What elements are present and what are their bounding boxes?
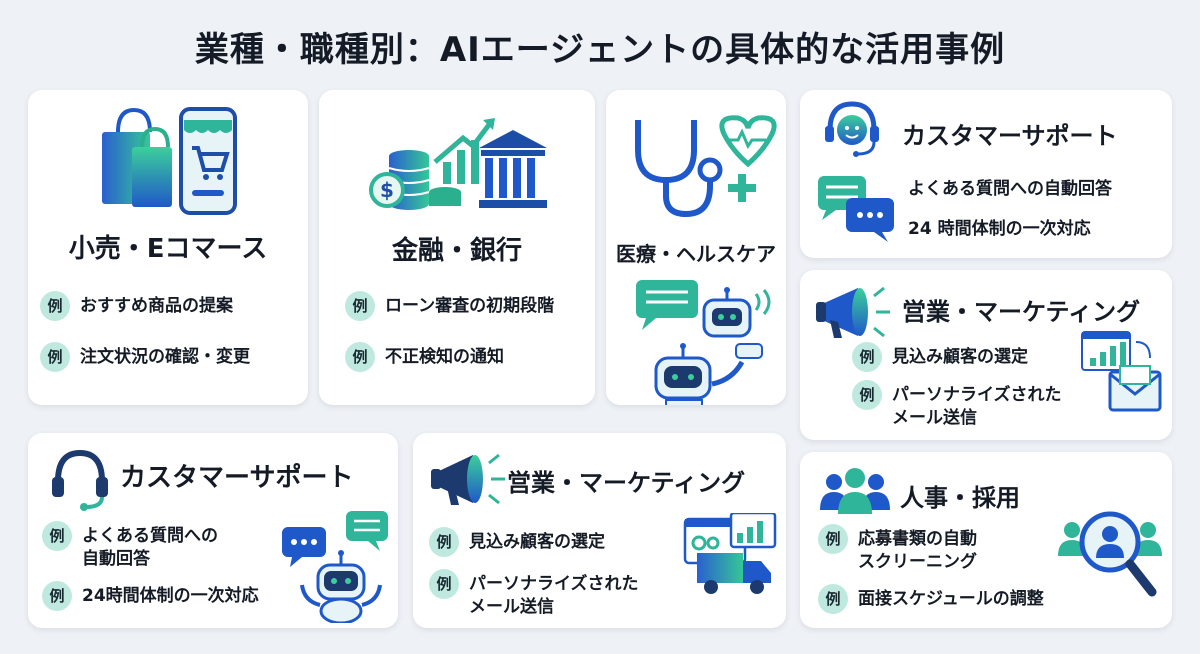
list-item: 例 注文状況の確認・変更 [40,342,250,372]
list-item: 例 24時間体制の一次対応 [42,581,259,611]
marketing-right-card: 営業・マーケティング 例 見込み顧客の選定 例 パーソナライズされた メール送信 [800,270,1172,440]
headset-agent-icon [825,101,879,157]
shopping-bags-icon [102,107,172,207]
item-text: ローン審査の初期段階 [385,296,555,316]
list-item: 例 不正検知の通知 [345,342,504,372]
item-text: おすすめ商品の提案 [80,296,233,316]
list-item: 例 見込み顧客の選定 [429,527,605,557]
item-text: パーソナライズされた メール送信 [892,385,1062,428]
item-text: 見込み顧客の選定 [469,532,605,552]
support-bottom-title: カスタマーサポート [120,463,354,493]
example-badge: 例 [40,291,70,321]
svg-text:$: $ [380,178,394,202]
item-text: よくある質問への 自動回答 [82,526,218,569]
automation-truck-icon [683,513,777,594]
example-badge: 例 [852,380,882,410]
item-text: 面接スケジュールの調整 [858,589,1044,609]
megaphone-icon [816,286,890,338]
retail-card: 小売・Eコマース 例 おすすめ商品の提案 例 注文状況の確認・変更 [28,90,308,405]
chat-robot-icon [636,280,771,405]
chat-bubbles-icon [818,176,894,242]
example-badge: 例 [42,521,72,551]
list-item: 例 見込み顧客の選定 [852,342,1028,372]
item-text: パーソナライズされた メール送信 [469,574,639,617]
hr-title: 人事・採用 [900,484,1020,512]
item-text: 24時間体制の一次対応 [82,586,259,606]
list-item: 例 ローン審査の初期段階 [345,291,555,321]
example-badge: 例 [818,584,848,614]
item-text: 応募書類の自動 スクリーニング [858,529,977,572]
marketing-bottom-card: 営業・マーケティング 例 見込み顧客の選定 例 パーソナライズされた メール送信 [413,433,786,628]
shop-phone-icon [179,107,237,215]
finance-title: 金融・銀行 [391,236,522,266]
example-badge: 例 [429,569,459,599]
support-top-title: カスタマーサポート [902,122,1118,150]
list-item: 例 パーソナライズされた メール送信 [429,569,639,619]
stethoscope-icon [635,115,777,218]
list-item: 例 よくある質問への 自動回答 [42,521,218,571]
people-group-icon [820,468,890,514]
example-badge: 例 [852,342,882,372]
analytics-mail-icon [1081,331,1162,412]
item-text: 見込み顧客の選定 [892,347,1028,367]
list-item: 例 面接スケジュールの調整 [818,584,1044,614]
example-badge: 例 [345,342,375,372]
support-top-card: カスタマーサポート よくある質問への自動回答 24 時間体制の一次対応 [800,90,1172,258]
item-text: 不正検知の通知 [385,347,504,367]
headset-icon [52,449,108,511]
retail-title: 小売・Eコマース [68,234,268,264]
hr-card: 人事・採用 例 応募書類の自動 スクリーニング 例 面接スケジュールの調整 [800,452,1172,628]
list-item: 例 パーソナライズされた メール送信 [852,380,1062,430]
support-bottom-card: カスタマーサポート 例 よくある質問への 自動回答 例 24時間体制の一次対応 [28,433,398,628]
list-item: 例 おすすめ商品の提案 [40,291,233,321]
example-badge: 例 [429,527,459,557]
example-badge: 例 [42,581,72,611]
finance-bank-icon: $ [369,118,547,210]
page-title: 業種・職種別：AIエージェントの具体的な活用事例 [194,30,1006,70]
example-badge: 例 [818,524,848,554]
candidate-search-icon [1058,511,1162,597]
support-top-item-1: よくある質問への自動回答 [908,179,1112,199]
example-badge: 例 [345,291,375,321]
marketing-right-title: 営業・マーケティング [902,298,1141,326]
healthcare-title: 医療・ヘルスケア [616,242,776,266]
support-robot-icon [282,511,388,623]
marketing-bottom-title: 営業・マーケティング [507,469,746,497]
finance-card: $ 金融・銀行 例 ローン審査の初期段階 例 不正検知の通知 [319,90,595,405]
list-item: 例 応募書類の自動 スクリーニング [818,524,977,574]
healthcare-card: 医療・ヘルスケア [606,90,786,405]
support-top-item-2: 24 時間体制の一次対応 [908,219,1091,239]
megaphone-icon [431,453,505,505]
item-text: 注文状況の確認・変更 [80,347,250,367]
example-badge: 例 [40,342,70,372]
